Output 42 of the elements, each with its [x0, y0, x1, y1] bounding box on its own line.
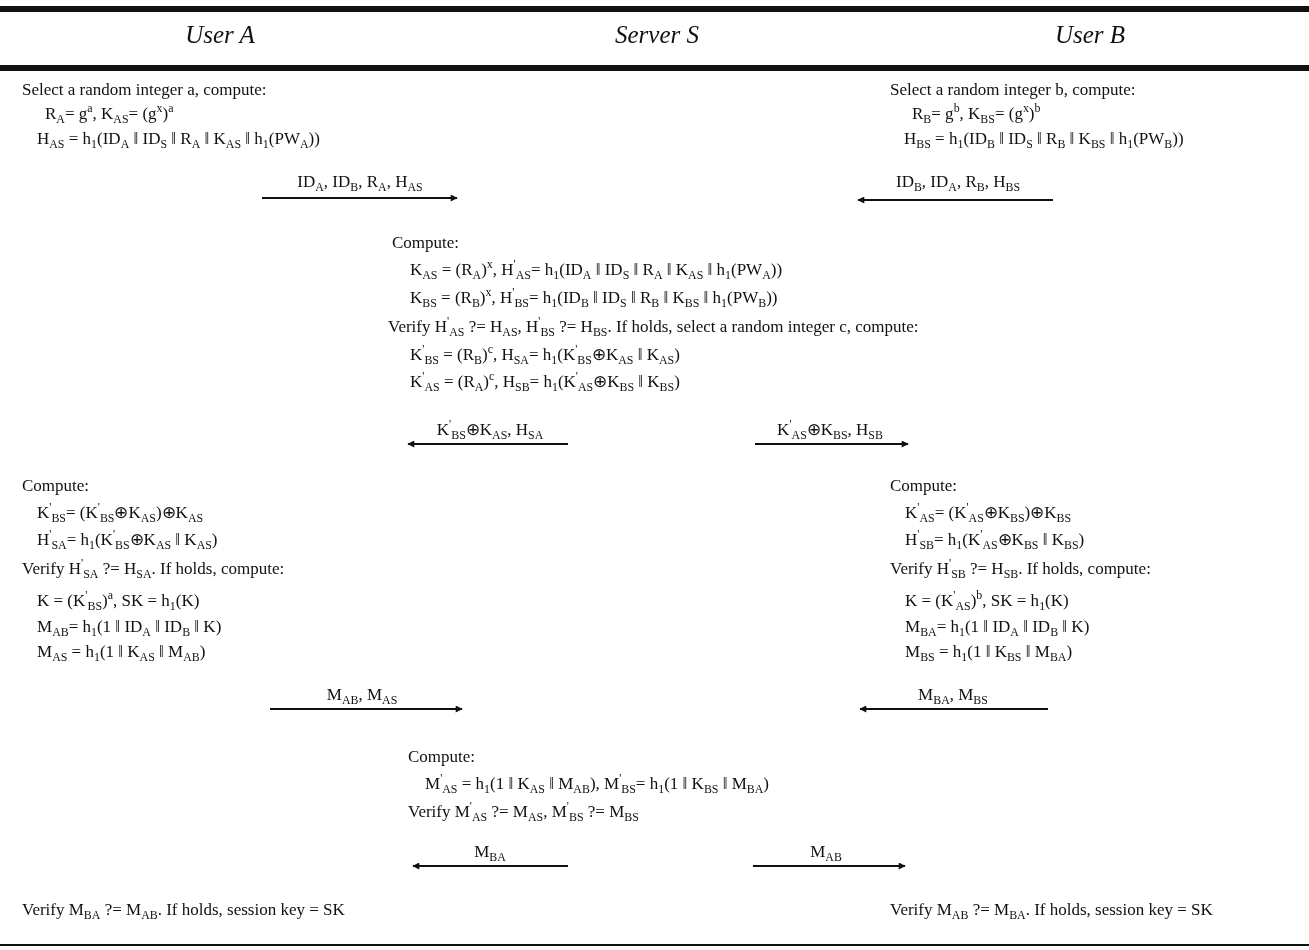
- message-label: M$_{AB}$: [810, 842, 842, 862]
- formula-text: Verify H$^{'}$$_{SA}$ ?= H$_{SA}$. If holds, compute:: [22, 559, 285, 579]
- message-label: ID$_{A}$, ID$_{B}$, R$_{A}$, H$_{AS}$: [297, 172, 423, 192]
- formula-text: H$_{BS}$ = h$_{1}$(ID$_{B}$ ‖ ID$_{S}$ ‖ R$_{B}$ ‖ K$_{BS}$ ‖ h$_{1}$(PW$_{B}$)): [904, 129, 1184, 149]
- message-label: M$_{BA}$, M$_{BS}$: [918, 685, 988, 705]
- formula-text: Select a random integer b, compute:: [890, 80, 1136, 100]
- formula-text: M$_{BS}$ = h$_{1}$(1 ‖ K$_{BS}$ ‖ M$_{BA}$): [905, 642, 1073, 662]
- formula-text: H$^{'}$$_{SB}$= h$_{1}$(K$^{'}$$_{AS}$⊕K$_{BS}$ ‖ K$_{BS}$): [905, 530, 1085, 550]
- formula-text: K$^{'}$$_{AS}$ = (R$_{A}$)$^{c}$, H$_{SB}$= h$_{1}$(K$^{'}$$_{AS}$⊕K$_{BS}$ ‖ K$_{BS}$): [410, 372, 680, 392]
- formula-text: M$_{AB}$= h$_{1}$(1 ‖ ID$_{A}$ ‖ ID$_{B}$ ‖ K): [37, 617, 222, 637]
- message-label: K$^{'}$$_{AS}$⊕K$_{BS}$, H$_{SB}$: [777, 420, 883, 440]
- message-label: M$_{AB}$, M$_{AS}$: [326, 685, 398, 705]
- formula-text: K$_{AS}$ = (R$_{A}$)$^{x}$, H$^{'}$$_{AS}$= h$_{1}$(ID$_{A}$ ‖ ID$_{S}$ ‖ R$_{A}$ ‖ K$_{AS}$ ‖ h$_{1}$(PW$_{A}$)): [410, 260, 783, 280]
- formula-text: Verify M$_{BA}$ ?= M$_{AB}$. If holds, session key = SK: [22, 900, 345, 920]
- formula-text: K$^{'}$$_{BS}$= (K$^{'}$$_{BS}$⊕K$_{AS}$)⊕K$_{AS}$: [37, 503, 204, 523]
- formula-text: Verify M$_{AB}$ ?= M$_{BA}$. If holds, session key = SK: [890, 900, 1213, 920]
- formula-text: Compute:: [408, 747, 476, 767]
- formula-text: H$_{AS}$ = h$_{1}$(ID$_{A}$ ‖ ID$_{S}$ ‖ R$_{A}$ ‖ K$_{AS}$ ‖ h$_{1}$(PW$_{A}$)): [37, 129, 320, 149]
- formula-text: Verify H$^{'}$$_{AS}$ ?= H$_{AS}$, H$^{'}$$_{BS}$ ?= H$_{BS}$. If holds, select a random integer c, compute:: [388, 317, 919, 337]
- column-heading: Server S: [615, 21, 699, 49]
- message-label: K$^{'}$$_{BS}$⊕K$_{AS}$, H$_{SA}$: [436, 420, 544, 440]
- formula-text: Select a random integer a, compute:: [22, 80, 267, 100]
- column-heading: User B: [1054, 21, 1126, 49]
- formula-text: Compute:: [890, 476, 958, 496]
- formula-text: K = (K$^{'}$$_{BS}$)$^{a}$, SK = h$_{1}$(K): [37, 591, 200, 611]
- formula-text: H$^{'}$$_{SA}$= h$_{1}$(K$^{'}$$_{BS}$⊕K$_{AS}$ ‖ K$_{AS}$): [37, 530, 218, 550]
- column-heading: User A: [185, 21, 255, 49]
- formula-text: M$_{AS}$ = h$_{1}$(1 ‖ K$_{AS}$ ‖ M$_{AB}$): [37, 642, 206, 662]
- formula-text: K$^{'}$$_{BS}$ = (R$_{B}$)$^{c}$, H$_{SA}$= h$_{1}$(K$^{'}$$_{BS}$⊕K$_{AS}$ ‖ K$_{AS}$): [410, 345, 680, 365]
- formula-text: Compute:: [22, 476, 90, 496]
- formula-text: R$_{B}$= g$^{b}$, K$_{BS}$= (g$^{x}$)$^{b}$: [912, 104, 1041, 124]
- formula-text: Compute:: [392, 233, 460, 253]
- formula-text: K = (K$^{'}$$_{AS}$)$^{b}$, SK = h$_{1}$(K): [905, 591, 1069, 611]
- formula-text: Verify M$^{'}$$_{AS}$ ?= M$_{AS}$, M$^{'}$$_{BS}$ ?= M$_{BS}$: [408, 802, 639, 822]
- formula-text: R$_{A}$= g$^{a}$, K$_{AS}$= (g$^{x}$)$^{a}$: [45, 104, 174, 124]
- formula-text: M$^{'}$$_{AS}$ = h$_{1}$(1 ‖ K$_{AS}$ ‖ M$_{AB}$), M$^{'}$$_{BS}$= h$_{1}$(1 ‖ K$_{BS}$ ‖ M$_{BA}$): [425, 774, 769, 794]
- formula-text: K$_{BS}$ = (R$_{B}$)$^{x}$, H$^{'}$$_{BS}$= h$_{1}$(ID$_{B}$ ‖ ID$_{S}$ ‖ R$_{B}$ ‖ K$_{BS}$ ‖ h$_{1}$(PW$_{B}$)): [410, 288, 778, 308]
- formula-text: K$^{'}$$_{AS}$= (K$^{'}$$_{AS}$⊕K$_{BS}$)⊕K$_{BS}$: [905, 503, 1072, 523]
- formula-text: Verify H$^{'}$$_{SB}$ ?= H$_{SB}$. If holds, compute:: [890, 559, 1151, 579]
- message-label: M$_{BA}$: [474, 842, 506, 862]
- formula-text: M$_{BA}$= h$_{1}$(1 ‖ ID$_{A}$ ‖ ID$_{B}$ ‖ K): [905, 617, 1090, 637]
- message-label: ID$_{B}$, ID$_{A}$, R$_{B}$, H$_{BS}$: [896, 172, 1020, 192]
